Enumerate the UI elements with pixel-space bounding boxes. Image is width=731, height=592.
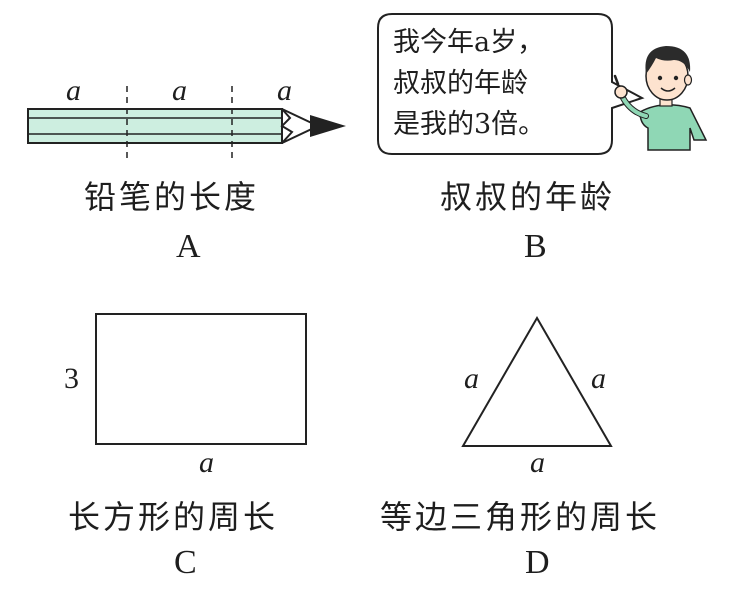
option-letter-c: C (174, 544, 197, 581)
caption-a: 铅笔的长度 (84, 178, 260, 216)
speech-bubble (377, 13, 645, 155)
triangle-left-side-label: a (464, 362, 479, 395)
speech-line-3: 是我的3倍。 (393, 109, 546, 140)
rectangle-width-label: a (199, 446, 214, 479)
rectangle-height-label: 3 (64, 362, 79, 395)
caption-c: 长方形的周长 (68, 498, 279, 536)
triangle-shape (461, 316, 613, 447)
segment-label-2: a (172, 74, 187, 107)
caption-b: 叔叔的年龄 (440, 178, 616, 216)
rectangle-shape (95, 313, 307, 445)
speech-line-1: 我今年a岁， (393, 27, 545, 58)
option-letter-d: D (525, 544, 550, 581)
pencil-body (27, 108, 283, 144)
caption-d: 等边三角形的周长 (380, 498, 661, 536)
boy-illustration (613, 46, 708, 151)
triangle-right-side-label: a (591, 362, 606, 395)
pencil (27, 108, 346, 144)
option-letter-b: B (524, 228, 547, 265)
speech-line-2: 叔叔的年龄 (393, 68, 528, 99)
segment-label-1: a (66, 74, 81, 107)
option-letter-a: A (176, 228, 201, 265)
segment-label-3: a (277, 74, 292, 107)
triangle-base-label: a (530, 446, 545, 479)
pencil-lead (310, 115, 346, 137)
speech-bubble-text: 我今年a岁， 叔叔的年龄 是我的3倍。 (393, 22, 545, 145)
